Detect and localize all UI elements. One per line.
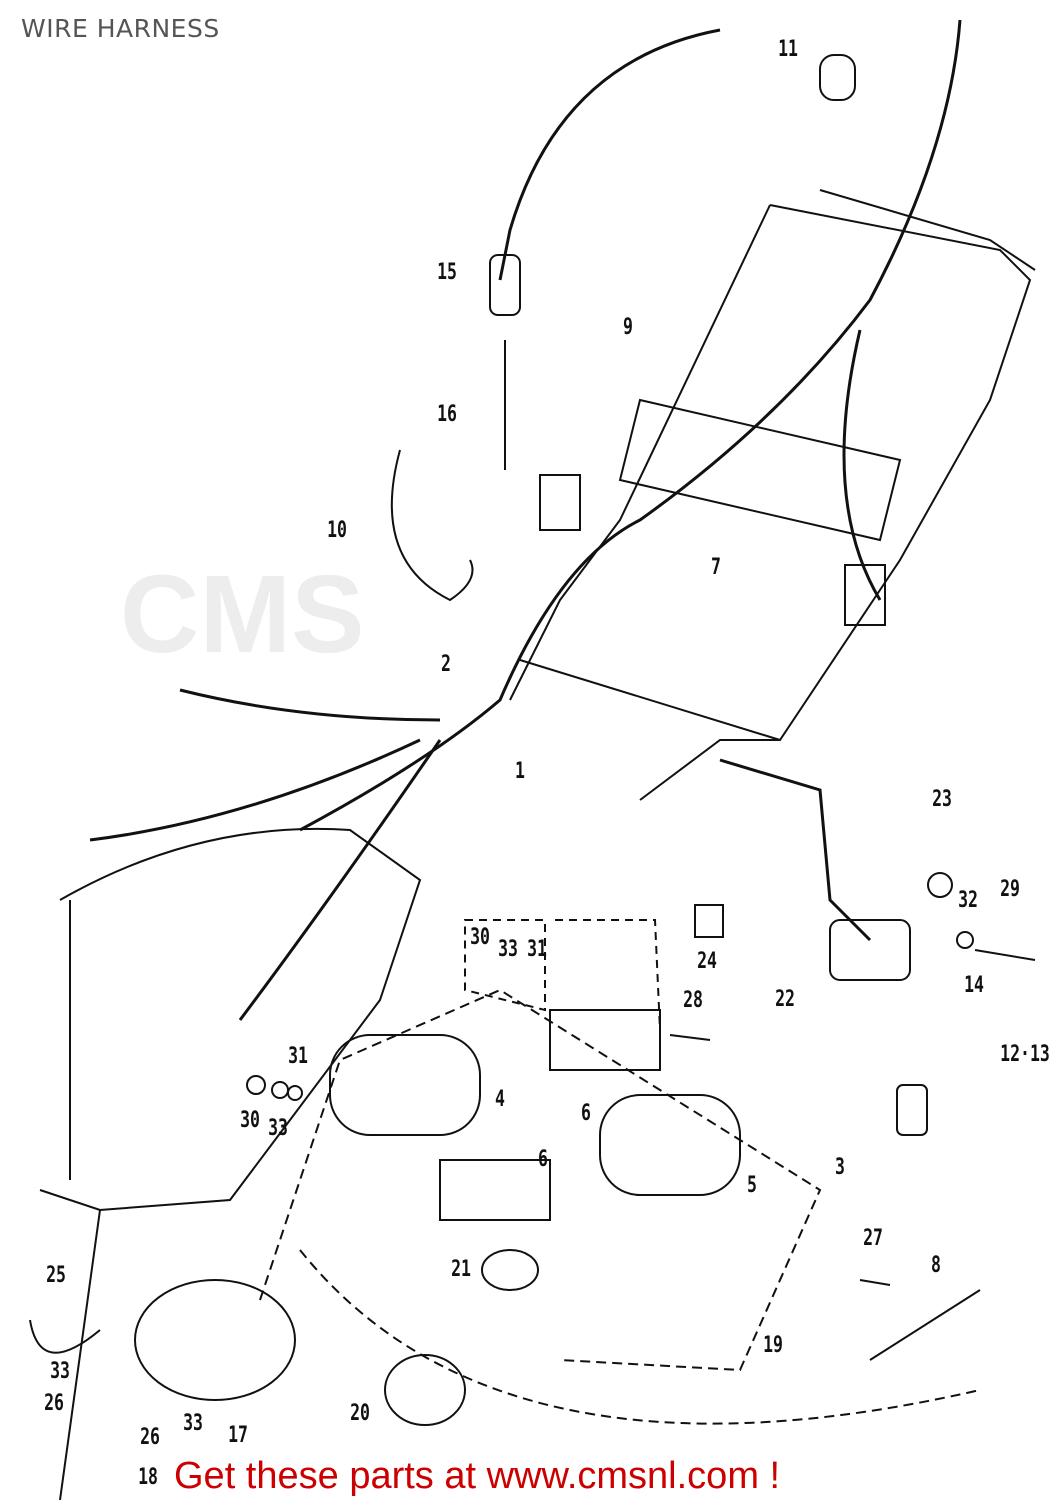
- part-label[interactable]: 1: [515, 759, 525, 784]
- part-label[interactable]: 24: [697, 949, 717, 974]
- part-label[interactable]: 22: [775, 987, 795, 1012]
- part-label[interactable]: 33: [50, 1359, 70, 1384]
- part-label[interactable]: 26: [140, 1425, 160, 1450]
- part-label[interactable]: 29: [1000, 877, 1020, 902]
- parts-drawing: [29, 54, 1036, 1426]
- part-label[interactable]: 11: [778, 37, 798, 62]
- part-label[interactable]: 6: [538, 1147, 548, 1172]
- part-label[interactable]: 17: [228, 1423, 248, 1448]
- part-label[interactable]: 3: [835, 1155, 845, 1180]
- harness-drawing: [89, 19, 962, 1021]
- part-label[interactable]: 33: [183, 1411, 203, 1436]
- part-label[interactable]: 7: [711, 555, 721, 580]
- part-label[interactable]: 28: [683, 988, 703, 1013]
- part-label[interactable]: 16: [437, 402, 457, 427]
- part-label[interactable]: 30: [240, 1108, 260, 1133]
- part-label[interactable]: 25: [46, 1263, 66, 1288]
- part-label[interactable]: 2: [441, 652, 451, 677]
- part-label[interactable]: 9: [623, 315, 633, 340]
- part-label[interactable]: 19: [763, 1333, 783, 1358]
- cmsnl-link-banner[interactable]: Get these parts at www.cmsnl.com !: [174, 1455, 781, 1497]
- part-label[interactable]: 27: [863, 1226, 883, 1251]
- part-label[interactable]: 26: [44, 1391, 64, 1416]
- part-label[interactable]: 4: [495, 1087, 505, 1112]
- watermark-logo: CMS: [120, 553, 365, 676]
- part-label[interactable]: 10: [327, 518, 347, 543]
- part-label[interactable]: 30: [470, 925, 490, 950]
- part-label[interactable]: 20: [350, 1401, 370, 1426]
- frame-drawing: [39, 189, 1036, 1500]
- part-label[interactable]: 18: [138, 1465, 158, 1490]
- part-label[interactable]: 5: [747, 1173, 757, 1198]
- part-label[interactable]: 15: [437, 260, 457, 285]
- part-label[interactable]: 32: [958, 888, 978, 913]
- part-label[interactable]: 6: [581, 1101, 591, 1126]
- part-label[interactable]: 14: [964, 973, 984, 998]
- part-label[interactable]: 33: [268, 1116, 288, 1141]
- part-label[interactable]: 23: [932, 787, 952, 812]
- part-label[interactable]: 21: [451, 1257, 471, 1282]
- part-label[interactable]: 8: [931, 1253, 941, 1278]
- part-label[interactable]: 33: [498, 937, 518, 962]
- diagram-title: WIRE HARNESS: [21, 14, 220, 43]
- part-label[interactable]: 31: [288, 1044, 308, 1069]
- part-label[interactable]: 31: [527, 937, 547, 962]
- part-label[interactable]: 12·13: [1000, 1042, 1050, 1067]
